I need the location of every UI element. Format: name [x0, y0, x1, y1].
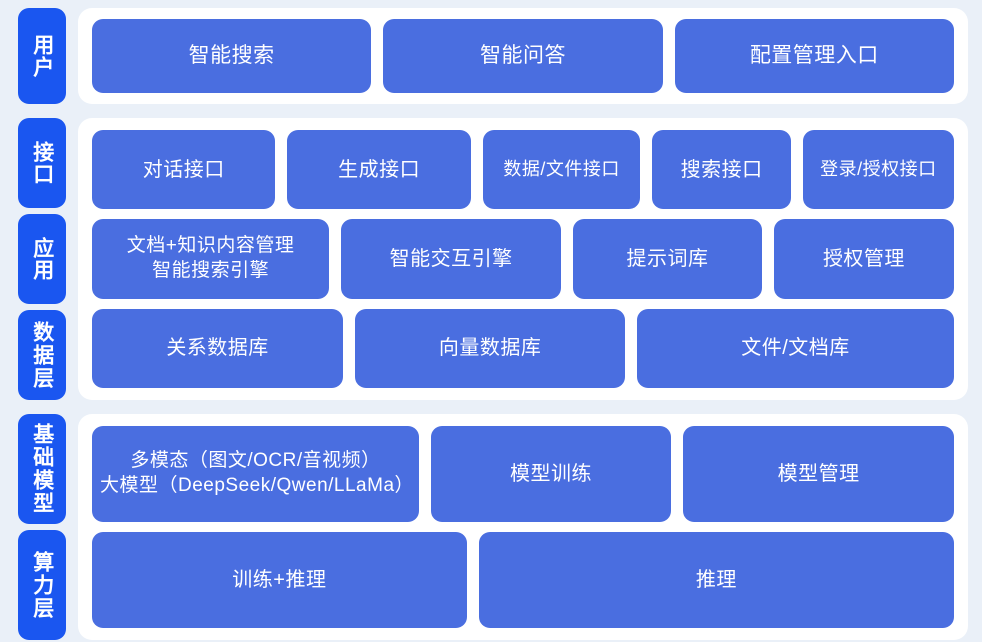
infrastructure-group-panel: 多模态（图文/OCR/音视频） 大模型（DeepSeek/Qwen/LLaMa）…: [78, 414, 968, 640]
user-group: 用户 智能搜索 智能问答 配置管理入口: [0, 8, 968, 104]
node-prompt-library[interactable]: 提示词库: [573, 219, 762, 299]
compute-row: 训练+推理 推理: [92, 532, 954, 628]
model-row: 多模态（图文/OCR/音视频） 大模型（DeepSeek/Qwen/LLaMa）…: [92, 426, 955, 522]
node-doc-knowledge-management[interactable]: 文档+知识内容管理 智能搜索引擎: [92, 219, 330, 299]
platform-group: 接口 应用 数据层 对话接口 生成接口 数据/文件接口 搜索接口 登录/授权接口…: [0, 118, 968, 400]
node-search-api[interactable]: 搜索接口: [652, 130, 791, 210]
user-entries-row: 智能搜索 智能问答 配置管理入口: [92, 19, 954, 93]
node-relational-database[interactable]: 关系数据库: [92, 308, 344, 388]
node-login-auth-api[interactable]: 登录/授权接口: [802, 130, 954, 210]
layer-tag-data[interactable]: 数据层: [18, 310, 66, 400]
node-smart-search[interactable]: 智能搜索: [92, 19, 372, 93]
platform-group-rail: 接口 应用 数据层: [0, 118, 66, 400]
data-row: 关系数据库 向量数据库 文件/文档库: [92, 308, 954, 388]
node-data-file-api[interactable]: 数据/文件接口: [482, 130, 641, 210]
node-vector-database[interactable]: 向量数据库: [355, 308, 626, 388]
node-file-document-store[interactable]: 文件/文档库: [637, 308, 954, 388]
layer-tag-user[interactable]: 用户: [18, 8, 66, 104]
node-smart-qa[interactable]: 智能问答: [383, 19, 663, 93]
infrastructure-group: 基础模型 算力层 多模态（图文/OCR/音视频） 大模型（DeepSeek/Qw…: [0, 414, 968, 640]
infrastructure-group-rail: 基础模型 算力层: [0, 414, 66, 640]
layer-tag-interface[interactable]: 接口: [18, 118, 66, 208]
node-multimodal-large-model[interactable]: 多模态（图文/OCR/音视频） 大模型（DeepSeek/Qwen/LLaMa）: [92, 426, 419, 522]
user-group-rail: 用户: [0, 8, 66, 104]
layer-tag-compute[interactable]: 算力层: [18, 530, 66, 640]
node-smart-interaction-engine[interactable]: 智能交互引擎: [341, 219, 562, 299]
node-generation-api[interactable]: 生成接口: [287, 130, 471, 210]
layer-tag-foundation-model[interactable]: 基础模型: [18, 414, 66, 524]
layer-tag-application[interactable]: 应用: [18, 214, 66, 304]
interface-row: 对话接口 生成接口 数据/文件接口 搜索接口 登录/授权接口: [92, 130, 954, 210]
node-authorization-management[interactable]: 授权管理: [773, 219, 955, 299]
node-model-training[interactable]: 模型训练: [430, 426, 672, 522]
user-group-panel: 智能搜索 智能问答 配置管理入口: [78, 8, 968, 104]
node-inference[interactable]: 推理: [478, 532, 954, 628]
node-config-management-entry[interactable]: 配置管理入口: [674, 19, 954, 93]
node-training-inference[interactable]: 训练+推理: [92, 532, 467, 628]
application-row: 文档+知识内容管理 智能搜索引擎 智能交互引擎 提示词库 授权管理: [92, 219, 955, 299]
node-dialog-api[interactable]: 对话接口: [92, 130, 276, 210]
node-model-management[interactable]: 模型管理: [683, 426, 955, 522]
platform-group-panel: 对话接口 生成接口 数据/文件接口 搜索接口 登录/授权接口 文档+知识内容管理…: [78, 118, 968, 400]
